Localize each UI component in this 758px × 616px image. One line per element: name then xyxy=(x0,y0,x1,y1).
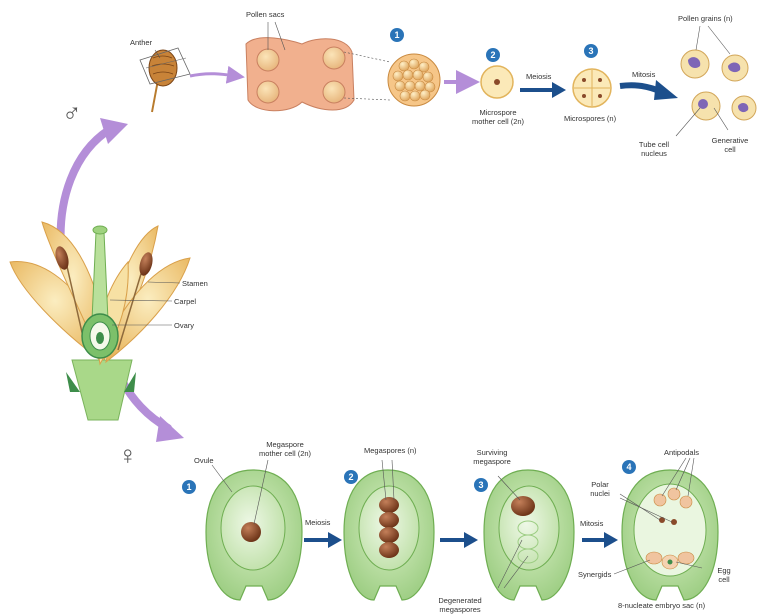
synergids-label: Synergids xyxy=(578,570,611,579)
pollen-sacs-cross-section xyxy=(246,22,390,111)
ovule-stage-2 xyxy=(344,460,434,600)
male-meiosis-label: Meiosis xyxy=(526,72,551,81)
megaspore-mother-cell-label-line1: Megaspore xyxy=(266,440,304,449)
anther-to-pollensacs-arrow xyxy=(190,74,236,76)
stage2-to-stage3-arrow xyxy=(440,532,478,548)
antipodals-label: Antipodals xyxy=(664,448,699,457)
degenerated-megaspores-label-line1: Degenerated xyxy=(438,596,481,605)
embryo-sac-stage-4 xyxy=(614,458,718,600)
male-step-1-marker: 1 xyxy=(390,28,404,42)
tube-cell-nucleus-label-line2: nucleus xyxy=(641,149,667,158)
megaspores-label: Megaspores (n) xyxy=(364,446,417,455)
microspores-tetrad xyxy=(573,69,611,107)
female-step-4-marker: 4 xyxy=(622,460,636,474)
carpel-label: Carpel xyxy=(174,297,196,306)
microspore-mother-cell-label-line2: mother cell (2n) xyxy=(472,117,524,126)
female-step-3-marker: 3 xyxy=(474,478,488,492)
female-meiosis-label: Meiosis xyxy=(305,518,330,527)
pollen-sacs-label: Pollen sacs xyxy=(246,10,284,19)
flower-to-ovule-arrowhead xyxy=(156,416,184,442)
male-mitosis-arrowhead xyxy=(654,80,678,100)
stamen-label: Stamen xyxy=(182,279,208,288)
female-symbol: ♀ xyxy=(118,442,138,468)
polar-nuclei-label-line1: Polar xyxy=(591,480,609,489)
ovule-stage-1 xyxy=(206,460,302,600)
male-meiosis-arrow xyxy=(520,82,566,98)
female-step-2-marker: 2 xyxy=(344,470,358,484)
surviving-megaspore-label-line2: megaspore xyxy=(473,457,511,466)
generative-cell-label-line1: Generative xyxy=(712,136,749,145)
ovule-label: Ovule xyxy=(194,456,214,465)
female-mitosis-label: Mitosis xyxy=(580,519,603,528)
egg-cell-label-line1: Egg xyxy=(717,566,730,575)
anther-label: Anther xyxy=(130,38,152,47)
megaspore-mother-cell-label-line2: mother cell (2n) xyxy=(259,449,311,458)
anther-illustration xyxy=(140,48,190,112)
male-step-3-marker: 3 xyxy=(584,44,598,58)
ovary-label: Ovary xyxy=(174,321,194,330)
female-step-1-marker: 1 xyxy=(182,480,196,494)
flower-to-anther-arrowhead xyxy=(100,118,128,144)
microspore-mother-cell xyxy=(481,66,513,98)
pollen-grains xyxy=(676,26,756,136)
generative-cell-label-line2: cell xyxy=(724,145,735,154)
male-symbol: ♂ xyxy=(62,100,82,126)
microspore-mother-cell-label-line1: Microspore xyxy=(479,108,516,117)
female-meiosis-arrow xyxy=(304,532,342,548)
pollen-grains-label: Pollen grains (n) xyxy=(678,14,733,23)
flower-illustration xyxy=(10,222,190,420)
egg-cell-label-line2: cell xyxy=(718,575,729,584)
male-step-2-marker: 2 xyxy=(486,48,500,62)
degenerated-megaspores-label-line2: megaspores xyxy=(439,605,480,614)
enlarged-pollen-sac xyxy=(388,54,440,106)
ovule-stage-3 xyxy=(484,470,574,600)
tube-cell-nucleus-label-line1: Tube cell xyxy=(639,140,669,149)
microspores-label: Microspores (n) xyxy=(564,114,616,123)
embryo-sac-label: 8-nucleate embryo sac (n) xyxy=(618,601,705,610)
male-mitosis-label: Mitosis xyxy=(632,70,655,79)
surviving-megaspore-label-line1: Surviving xyxy=(477,448,508,457)
female-mitosis-arrow xyxy=(582,532,618,548)
polar-nuclei-label-line2: nuclei xyxy=(590,489,610,498)
